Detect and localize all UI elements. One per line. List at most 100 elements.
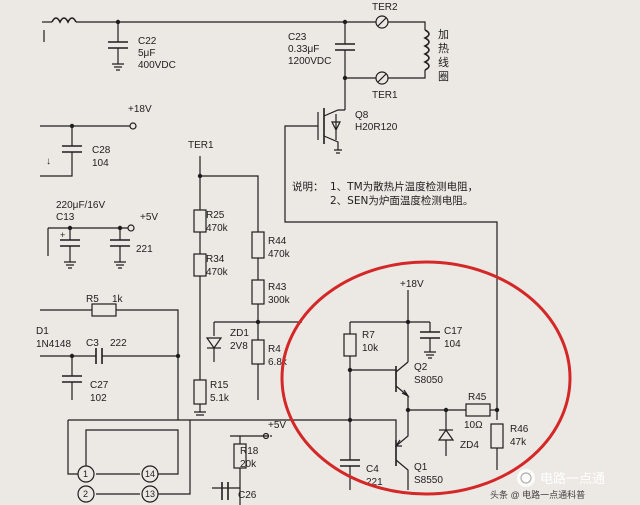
c13-value: 220μF/16V [56,200,105,211]
r5-value: 1k [112,294,124,305]
capacitor-c26 [221,482,229,500]
r45-name: R45 [468,392,487,403]
zd1-name: ZD1 [230,328,249,339]
pin-14: 14 [141,465,159,483]
rail-18v-top-line [40,122,137,146]
resistor-r15 [193,379,207,416]
svg-text:2: 2 [83,489,88,499]
highlight-circle [280,260,572,496]
heating-coil [388,29,430,79]
c23-name: C23 [288,32,307,43]
capacitor-c23 [335,22,355,110]
r15-name: R15 [210,380,229,391]
igbt-q8 [284,108,498,420]
rail-5v-bottom: +5V [268,420,286,431]
q1-name: Q1 [414,462,428,473]
zd1-value: 2V8 [230,341,248,352]
c17-name: C17 [444,326,463,337]
r25-value: 470k [206,223,229,234]
resistor-r45 [465,403,491,417]
rail-18v-mid: +18V [400,279,424,290]
capacitor-c22 [108,22,128,71]
c26-name: C26 [238,490,257,501]
pin-1: 1 [77,465,95,483]
terminal-ter2 [345,15,426,30]
r4-value: 6.8k [268,357,288,368]
r7-name: R7 [362,330,375,341]
note-line-2: 2、SEN为炉面温度检测电阻。 [330,194,473,207]
resistor-r18 [212,432,272,505]
ter2-label: TER2 [372,2,398,13]
c28-value: 104 [92,158,109,169]
rail-5v-left: +5V [140,212,158,223]
c23-value: 0.33μF [288,44,319,55]
divider-network [193,156,302,400]
c3-name: C3 [86,338,99,349]
c221-value: 221 [136,244,153,255]
r25-name: R25 [206,210,225,221]
r18-value: 20k [240,459,257,470]
resistor-r5 [40,303,179,420]
r45-value: 10Ω [464,420,483,431]
q2-part: S8050 [414,375,443,386]
r4-name: R4 [268,344,281,355]
c23-rating: 1200VDC [288,56,331,67]
watermark: 电路一点通 头条 @ 电路一点通科普 [490,469,605,500]
c27-name: C27 [90,380,109,391]
capacitor-c28 [40,145,82,177]
r43-value: 300k [268,295,291,306]
arrow-mark: ↓ [46,156,51,167]
r46-name: R46 [510,424,529,435]
r34-value: 470k [206,267,229,278]
c27-value: 102 [90,393,107,404]
note-line-1: 1、TM为散热片温度检测电阻， [330,180,478,193]
driver-stage-wiring [343,290,497,490]
inductor-l1 [42,17,345,42]
capacitor-c17 [420,331,440,359]
coil-label-char-1: 加 [438,28,449,41]
watermark-text: 电路一点通 [540,471,605,487]
resistor-r46 [490,423,504,470]
transistor-q1 [394,410,409,474]
coil-label-char-4: 圈 [438,70,449,83]
pin-13: 13 [141,485,159,503]
q1-part: S8550 [414,475,443,486]
rail-5v-left-line [47,224,135,256]
svg-text:1: 1 [83,469,88,479]
r46-value: 47k [510,437,527,448]
c22-value: 5μF [138,48,155,59]
r43-name: R43 [268,282,287,293]
c13-name: C13 [56,212,75,223]
transistor-q2 [395,361,410,410]
watermark-subtext: 头条 @ 电路一点通科普 [490,489,585,500]
c17-value: 104 [444,339,461,350]
terminal-ter1-top [345,71,389,85]
r34-name: R34 [206,254,225,265]
ter1-top-label: TER1 [372,90,398,101]
r15-value: 5.1k [210,393,230,404]
r5-name: R5 [86,294,99,305]
c3-value: 222 [110,338,127,349]
c4-name: C4 [366,464,379,475]
c22-name: C22 [138,36,157,47]
svg-text:+: + [60,230,65,240]
note-heading: 说明： [292,180,324,193]
capacitor-c27 [62,356,82,400]
c22-rating: 400VDC [138,60,176,71]
c4-value: 221 [366,477,383,488]
capacitor-c3 [40,348,178,364]
zd4-name: ZD4 [460,440,479,451]
zener-zd4 [437,428,455,456]
pin-2: 2 [77,485,95,503]
r44-value: 470k [268,249,291,260]
svg-text:13: 13 [145,489,155,499]
ic-pin-wiring [67,419,350,495]
r18-name: R18 [240,446,259,457]
q2-name: Q2 [414,362,428,373]
capacitor-221 [110,228,130,269]
q8-part: H20R120 [355,122,398,133]
d1-value: 1N4148 [36,339,71,350]
coil-label-char-2: 热 [438,42,449,55]
